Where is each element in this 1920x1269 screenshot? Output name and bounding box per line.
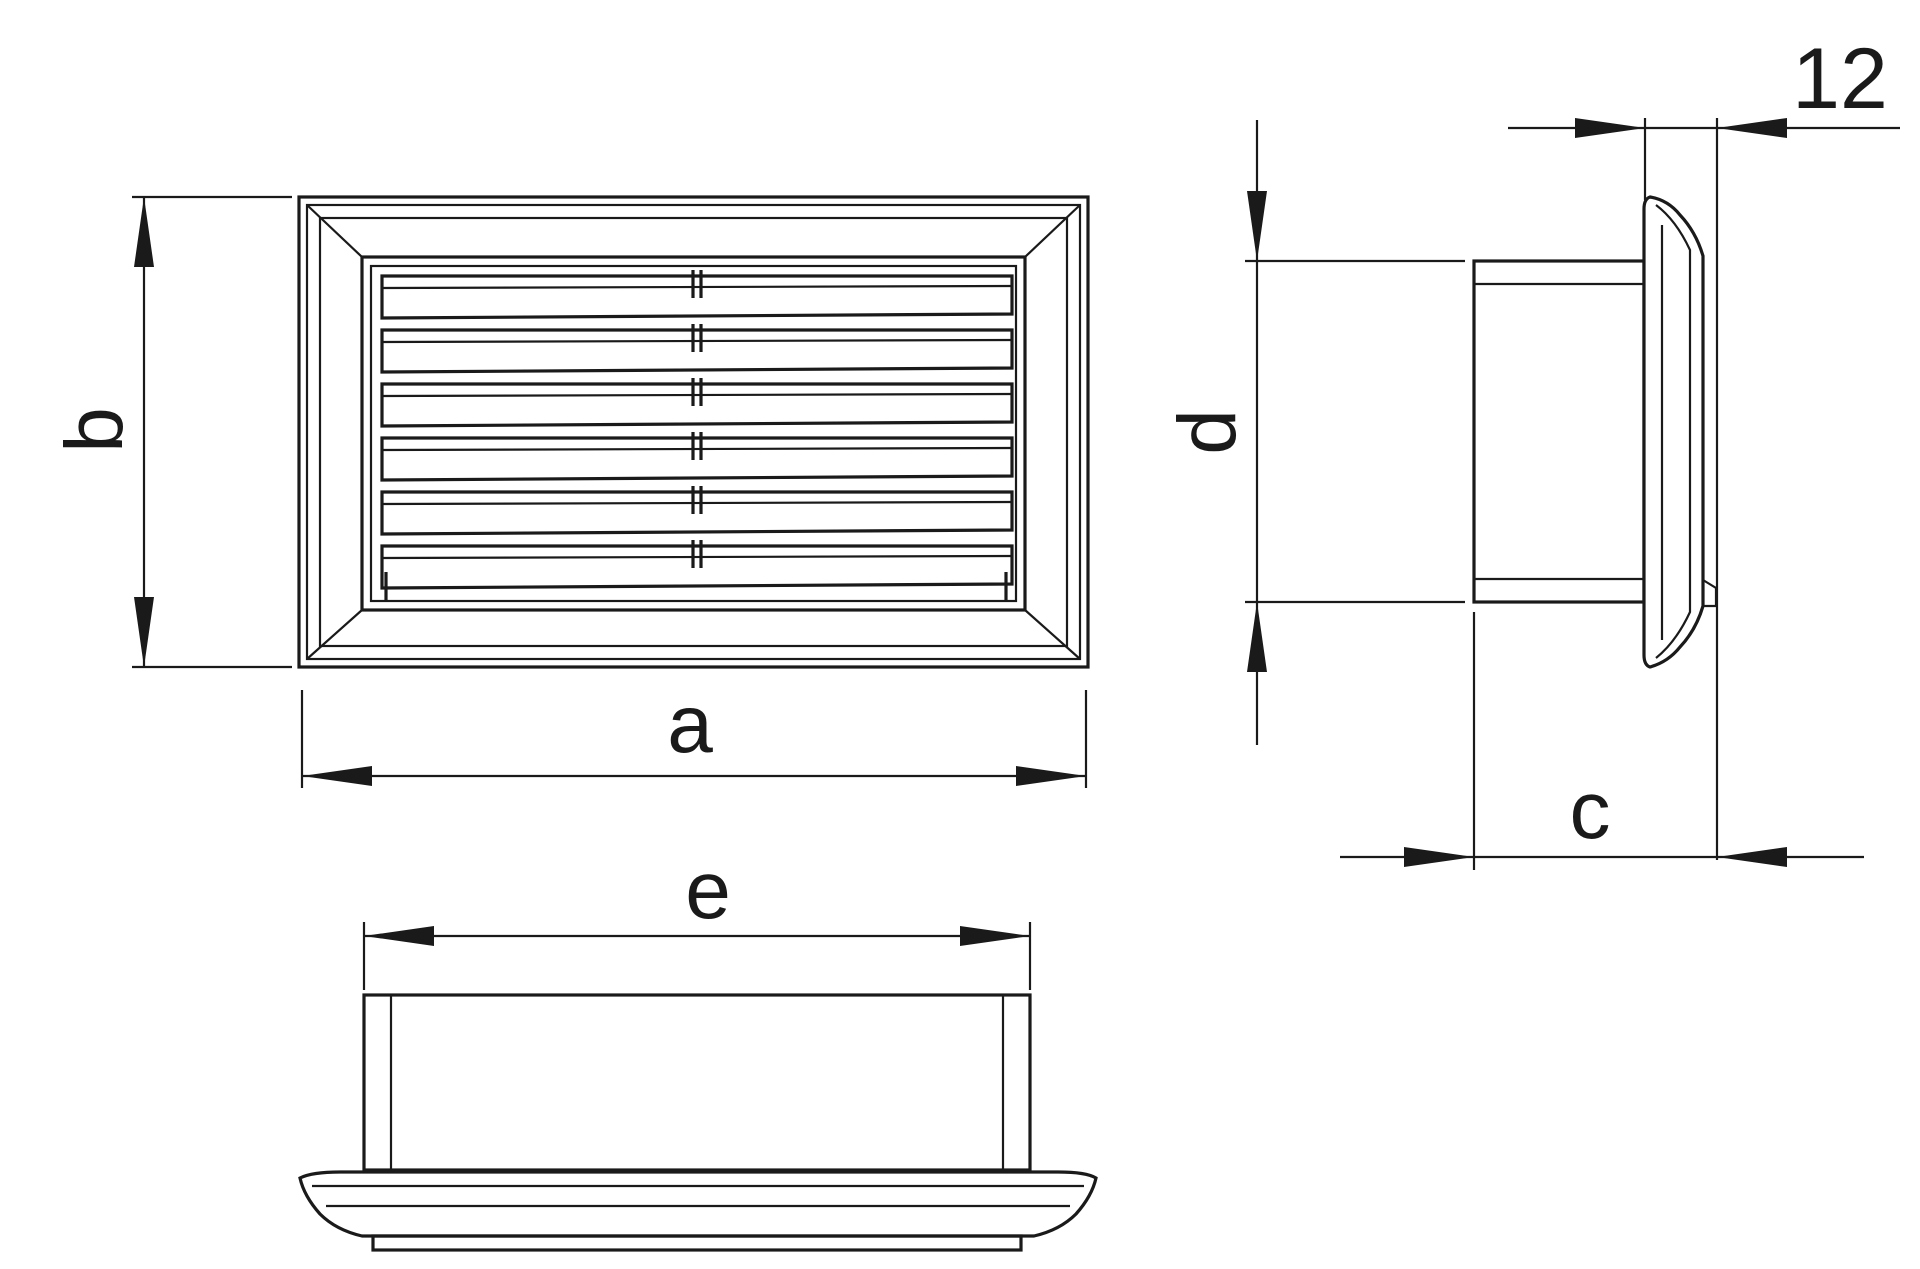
dimension-12: 12 <box>1508 31 1900 860</box>
arrow-b-top <box>134 197 154 267</box>
top-clip <box>371 1234 1023 1252</box>
louver-edge <box>381 446 1013 452</box>
arrow-d-top <box>1247 191 1267 261</box>
louver-clip <box>691 324 703 352</box>
side-duct-body <box>1472 259 1646 604</box>
louver-clip <box>691 486 703 514</box>
arrow-12-right <box>1717 118 1787 138</box>
dimension-b: b <box>49 195 292 669</box>
louver-blade <box>380 382 1014 428</box>
label-d: d <box>1162 409 1253 455</box>
label-c: c <box>1570 765 1611 856</box>
label-12: 12 <box>1792 31 1888 127</box>
arrow-a-left <box>302 766 372 786</box>
dimension-e: e <box>362 845 1032 990</box>
louver-edge <box>381 500 1013 506</box>
front-grille-opening-inner <box>369 264 1018 603</box>
louver-blade <box>380 328 1014 374</box>
front-view <box>297 195 1090 669</box>
arrow-c-left <box>1404 847 1474 867</box>
front-outer-frame <box>297 195 1090 669</box>
side-flange <box>1642 195 1705 669</box>
louver-clip <box>691 378 703 406</box>
top-view <box>298 993 1098 1252</box>
front-bevel-frame <box>318 216 1069 648</box>
arrow-d-bottom <box>1247 602 1267 672</box>
louver-clip <box>691 432 703 460</box>
dimension-c: c <box>1340 612 1864 870</box>
side-view <box>1472 195 1718 669</box>
louver-blade <box>380 274 1014 320</box>
label-b: b <box>49 407 140 453</box>
louver-edge <box>381 338 1013 344</box>
louver-blade <box>380 544 1014 590</box>
label-a: a <box>667 679 713 770</box>
arrow-c-right <box>1717 847 1787 867</box>
label-e: e <box>685 845 731 936</box>
arrow-e-right <box>960 926 1030 946</box>
arrow-b-bottom <box>134 597 154 667</box>
louver-blade <box>380 436 1014 482</box>
dimension-d: d <box>1162 120 1465 745</box>
arrow-12-left <box>1575 118 1645 138</box>
louver-group <box>380 270 1014 590</box>
louver-blade <box>380 490 1014 536</box>
louver-edge <box>381 284 1013 290</box>
front-outer-frame-inner <box>305 203 1082 661</box>
front-grille-opening <box>360 255 1027 612</box>
louver-edge <box>381 554 1013 560</box>
top-duct-body <box>362 993 1032 1172</box>
top-flange <box>298 1170 1098 1238</box>
dimension-a: a <box>300 679 1088 788</box>
louver-edge <box>381 392 1013 398</box>
arrow-e-left <box>364 926 434 946</box>
arrow-a-right <box>1016 766 1086 786</box>
louver-clip <box>691 270 703 298</box>
louver-clip <box>691 540 703 568</box>
